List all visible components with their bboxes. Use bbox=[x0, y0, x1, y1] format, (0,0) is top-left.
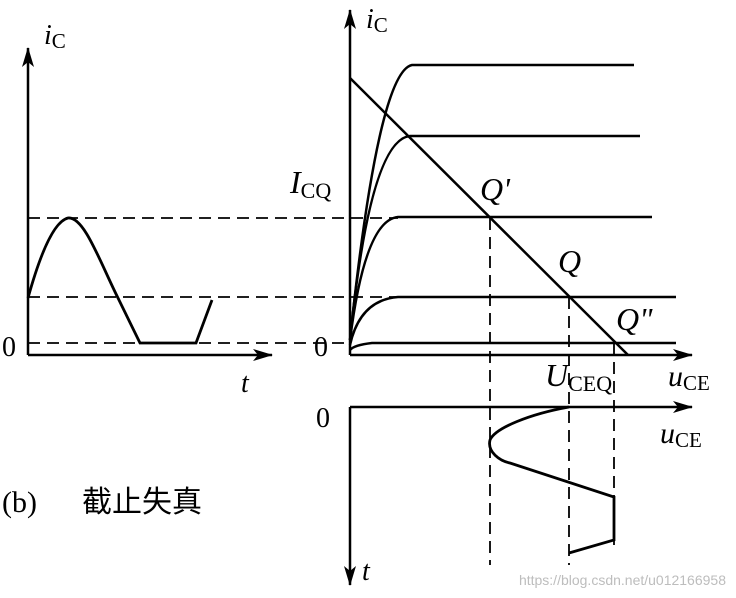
characteristic-curve-4 bbox=[348, 134, 640, 341]
svg-text:UCEQ: UCEQ bbox=[545, 357, 612, 396]
watermark: https://blog.csdn.net/u012166958 bbox=[519, 572, 726, 588]
characteristic-curve-2 bbox=[348, 295, 676, 346]
left-y-axis-label: iC bbox=[44, 20, 66, 53]
bottom-x-axis-sub: CE bbox=[675, 428, 702, 452]
load-line bbox=[349, 77, 629, 356]
svg-text:uCE: uCE bbox=[660, 417, 702, 452]
right-y-axis-sub: C bbox=[374, 13, 388, 37]
uce-waveform-panel bbox=[344, 401, 693, 586]
output-characteristics-panel bbox=[344, 9, 693, 361]
clipped-ic-waveform bbox=[26, 216, 214, 345]
right-x-axis-label: uCE bbox=[668, 360, 710, 395]
left-zero-label: 0 bbox=[2, 332, 16, 363]
characteristic-curve-3 bbox=[348, 215, 652, 341]
characteristic-curve-5 bbox=[348, 63, 634, 341]
right-x-axis-sub: CE bbox=[683, 371, 710, 395]
distorted-uce-waveform bbox=[488, 405, 616, 555]
bottom-x-axis-label: uCE bbox=[660, 417, 702, 452]
svg-text:ICQ: ICQ bbox=[289, 164, 331, 203]
icq-label: ICQ bbox=[289, 164, 331, 203]
svg-text:uCE: uCE bbox=[668, 360, 710, 395]
right-y-axis-letter: i bbox=[366, 4, 374, 35]
right-zero-label: 0 bbox=[314, 332, 328, 363]
characteristic-curve-1 bbox=[349, 341, 676, 351]
caption-tag: (b) bbox=[2, 486, 37, 519]
q-label: Q bbox=[558, 243, 581, 279]
uceq-letter: U bbox=[545, 357, 570, 393]
bottom-x-axis-letter: u bbox=[660, 417, 675, 450]
uceq-label: UCEQ bbox=[545, 357, 612, 396]
bottom-y-axis-label: t bbox=[362, 556, 371, 587]
left-y-axis-sub: C bbox=[52, 29, 66, 53]
svg-text:iC: iC bbox=[366, 4, 388, 37]
q-double-prime-label: Q" bbox=[616, 301, 653, 337]
icq-letter: I bbox=[289, 164, 302, 200]
bottom-zero-label: 0 bbox=[316, 403, 330, 434]
uceq-sub: CEQ bbox=[568, 371, 612, 396]
left-x-axis-label: t bbox=[241, 368, 250, 399]
right-y-axis-label: iC bbox=[366, 4, 388, 37]
projection-lines bbox=[28, 217, 615, 565]
q-prime-label: Q' bbox=[480, 171, 511, 207]
left-waveform-panel bbox=[22, 47, 273, 361]
caption-text: 截止失真 bbox=[82, 485, 202, 520]
right-x-axis-letter: u bbox=[668, 360, 683, 393]
left-y-axis-letter: i bbox=[44, 20, 52, 51]
svg-text:iC: iC bbox=[44, 20, 66, 53]
icq-sub: CQ bbox=[301, 178, 332, 203]
